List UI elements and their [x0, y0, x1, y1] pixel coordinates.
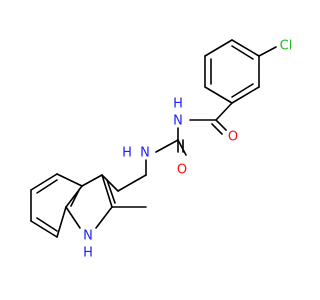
indole-nitrogen-label: N [83, 229, 93, 244]
molecule-structure: Cl O N H O N H N H [30, 39, 293, 261]
amide-carbonyl-bond [211, 119, 227, 135]
urea-carbon-link [177, 139, 187, 156]
urea-nitrogen-label: N [140, 146, 150, 161]
urea-oxygen-label: O [177, 163, 187, 178]
amide-oxygen-label: O [228, 130, 238, 145]
chlorine-label: Cl [280, 39, 293, 54]
imide-nitrogen-label: N [173, 114, 183, 129]
indole-benzene-ring [30, 173, 83, 238]
pyrrole-ring [65, 174, 116, 229]
molecule-canvas: Cl O N H O N H N H [30, 39, 293, 261]
urea-carbonyl-bond [177, 139, 184, 153]
c-cl-bond [258, 46, 277, 57]
indole-hydrogen-label: H [83, 246, 93, 261]
urea-hydrogen-label: H [122, 146, 132, 161]
urea-nitrogen-bond [155, 139, 179, 153]
imide-hydrogen-label: H [173, 97, 183, 112]
ch2-ch2-bond [117, 174, 147, 192]
ring-carbonyl-bond [215, 102, 233, 121]
ch2-indole-bond [101, 174, 119, 192]
chlorobenzene-ring [204, 39, 260, 104]
